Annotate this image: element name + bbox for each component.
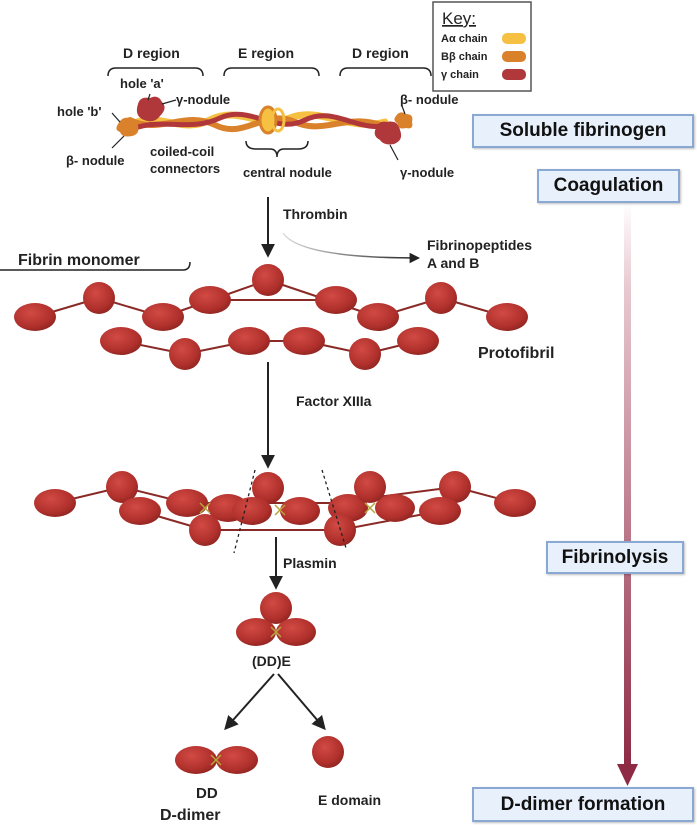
hole-b-label: hole 'b' — [57, 104, 101, 119]
hole-a-label: hole 'a' — [120, 76, 164, 91]
d-dimer-formation-box: D-dimer formation — [472, 787, 694, 822]
fibrinogen-molecule — [116, 96, 413, 145]
key-swatch-b-beta — [502, 51, 526, 62]
fibrinopeptides-arrow — [282, 232, 421, 264]
protofibril — [14, 264, 528, 370]
protofibril-nodule — [425, 282, 457, 314]
e-domain-nodule — [312, 736, 344, 768]
protofibril-label: Protofibril — [478, 345, 554, 362]
e-region-label: E region — [238, 45, 294, 61]
key-title: Key: — [442, 9, 476, 28]
central-nodule-label: central nodule — [243, 165, 332, 180]
process-arrow-head — [617, 764, 638, 786]
protofibril-nodule — [315, 286, 357, 314]
beta-nodule-left-label: β- nodule — [66, 153, 124, 168]
protofibril-nodule — [14, 303, 56, 331]
protofibril-nodule — [228, 327, 270, 355]
fibrin-monomer-bracket — [0, 261, 191, 271]
coagulation-box: Coagulation — [537, 169, 680, 203]
protofibril-nodule — [349, 338, 381, 370]
key-swatch-gamma — [502, 69, 526, 80]
protofibril-nodule — [83, 282, 115, 314]
dde-label: (DD)E — [252, 653, 291, 669]
fibrinopeptides-label-2: A and B — [427, 255, 479, 271]
protofibril-nodule — [283, 327, 325, 355]
connectors-label: connectors — [150, 161, 220, 176]
key-legend: Key: Aα chain Bβ chain γ chain — [432, 1, 532, 92]
protofibril-nodule — [357, 303, 399, 331]
protofibril-nodule — [397, 327, 439, 355]
region-brackets — [0, 67, 432, 271]
split-arrow-left — [224, 673, 275, 731]
factor-xiiia-label: Factor XIIIa — [296, 393, 372, 409]
d-dimer-label: D-dimer — [160, 807, 220, 824]
plasmin-label: Plasmin — [283, 555, 337, 571]
protofibril-nodule — [252, 264, 284, 296]
d-dimer — [175, 746, 258, 774]
central-nodule-bracket — [245, 140, 309, 158]
beta-nodule-right-label: β- nodule — [400, 92, 458, 107]
key-item-gamma: γ chain — [441, 69, 479, 81]
plasmin-cleavage-line — [233, 469, 256, 554]
key-item-b-beta: Bβ chain — [441, 51, 488, 63]
plasmin-cleavage-line — [321, 469, 347, 549]
protofibril-nodule — [142, 303, 184, 331]
gamma-nodule-left-label: γ-nodule — [176, 92, 230, 107]
dde-fragment — [236, 592, 316, 646]
fibrinolysis-box: Fibrinolysis — [546, 541, 684, 574]
thrombin-label: Thrombin — [283, 206, 348, 222]
protofibril-nodule — [486, 303, 528, 331]
soluble-fibrinogen-box: Soluble fibrinogen — [472, 114, 694, 148]
gamma-nodule-right-label: γ-nodule — [400, 165, 454, 180]
label-pointer-lines — [111, 93, 406, 161]
crosslinked-fibrin — [34, 469, 536, 554]
split-arrow-right — [277, 673, 326, 731]
protofibril-nodule — [100, 327, 142, 355]
key-swatch-a-alpha — [502, 33, 526, 44]
e-domain-label: E domain — [318, 792, 381, 808]
d-region-right-label: D region — [352, 45, 409, 61]
key-item-a-alpha: Aα chain — [441, 33, 488, 45]
coiled-coil-label: coiled-coil — [150, 144, 214, 159]
d-region-left-label: D region — [123, 45, 180, 61]
fibrinopeptides-label-1: Fibrinopeptides — [427, 237, 532, 253]
protofibril-nodule — [189, 286, 231, 314]
fibrin-monomer-label: Fibrin monomer — [18, 252, 140, 269]
process-arrow-shaft — [624, 202, 631, 768]
dd-label: DD — [196, 785, 218, 802]
protofibril-nodule — [169, 338, 201, 370]
